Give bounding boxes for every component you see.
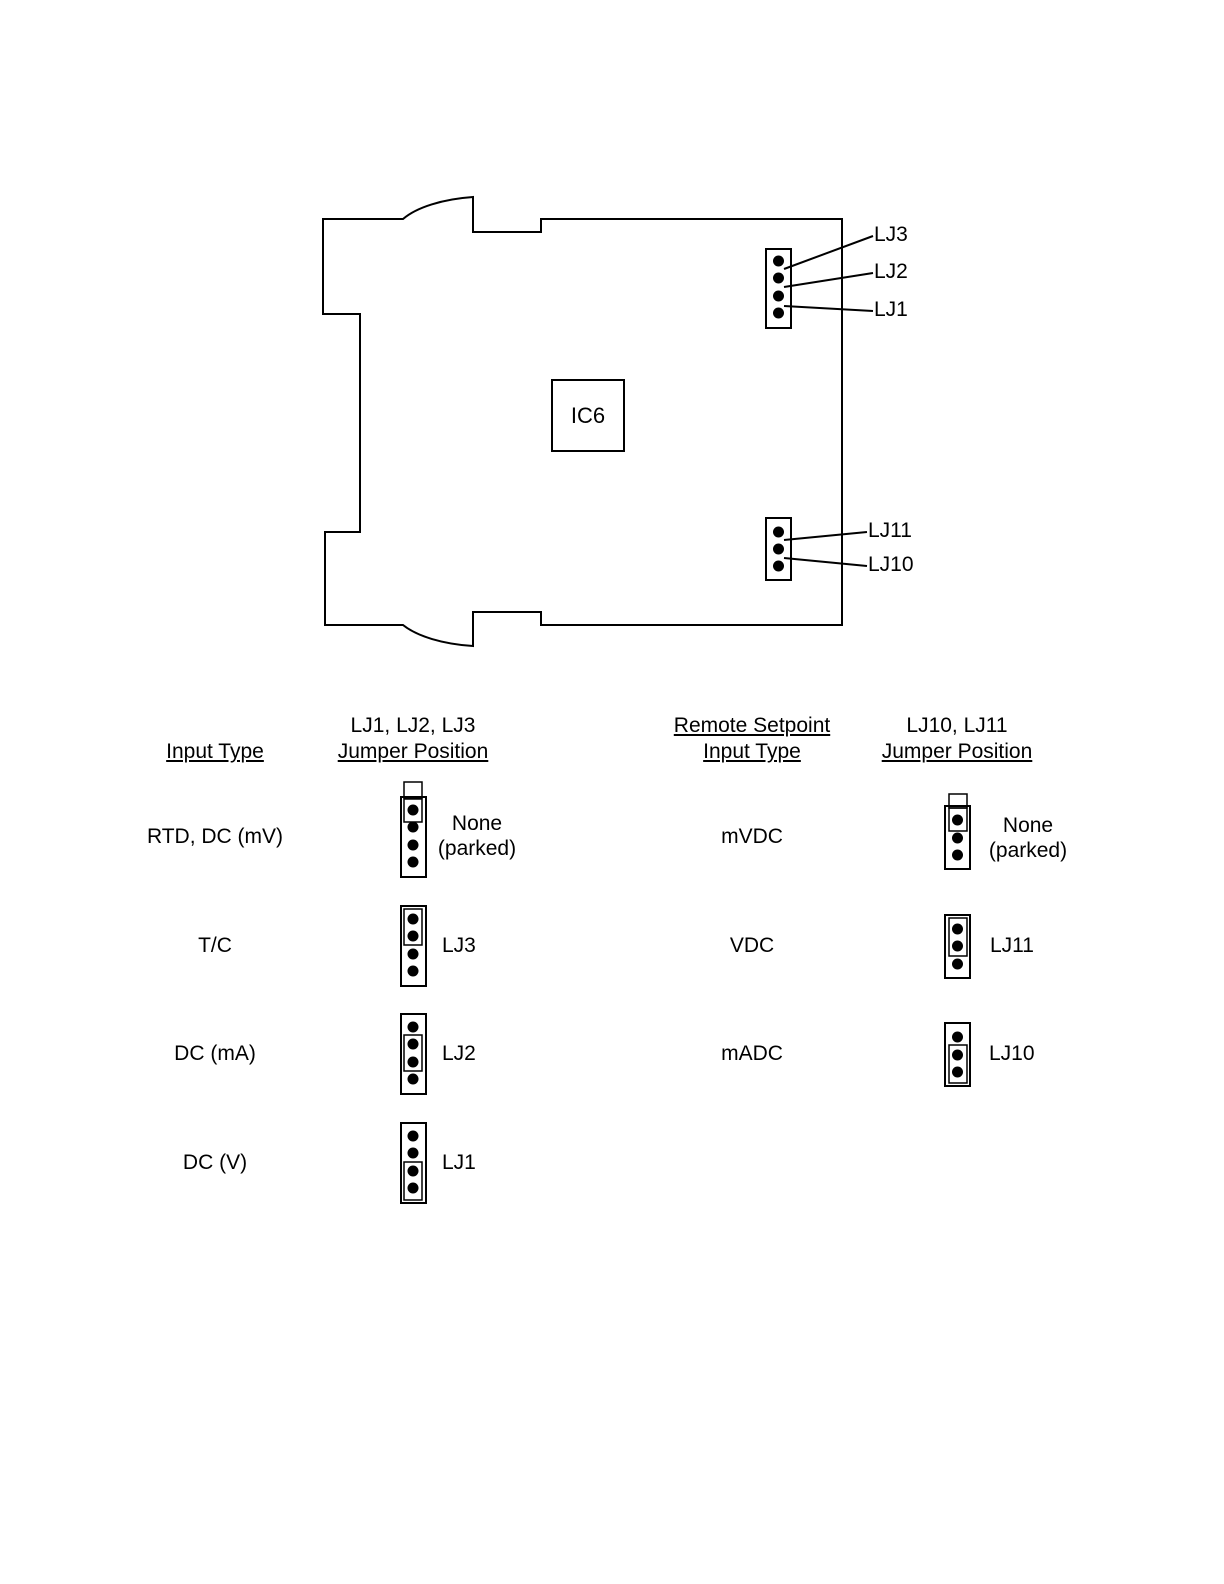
jumper-drawing-lj2 bbox=[401, 1014, 426, 1094]
board-header-lj1-lj3 bbox=[766, 236, 873, 328]
header-label-lj10: LJ10 bbox=[868, 553, 914, 577]
remote-header-line2: Input Type bbox=[674, 739, 830, 765]
remote-jumper-option-parked-line1: None bbox=[989, 813, 1067, 838]
jumper-header-line2: Jumper Position bbox=[338, 739, 489, 765]
chip-label: IC6 bbox=[571, 403, 605, 429]
header-label-lj11: LJ11 bbox=[868, 519, 912, 543]
jumper-drawing-parked-3pin bbox=[945, 794, 970, 869]
jumper-option-parked-line1: None bbox=[438, 811, 516, 836]
jumper-position-header-lj1-lj3: LJ1, LJ2, LJ3 Jumper Position bbox=[338, 713, 489, 765]
input-type-rtd-dc-mv: RTD, DC (mV) bbox=[147, 825, 283, 849]
jumper-header-line1: LJ1, LJ2, LJ3 bbox=[338, 713, 489, 739]
input-type-header: Input Type bbox=[166, 739, 264, 765]
jumper-option-parked-line2: (parked) bbox=[438, 836, 516, 861]
input-type-header-text: Input Type bbox=[166, 740, 264, 763]
remote-input-mvdc: mVDC bbox=[721, 825, 783, 849]
header-label-lj3: LJ3 bbox=[874, 223, 908, 247]
remote-jumper-option-parked: None (parked) bbox=[989, 813, 1067, 863]
jumper-position-header-lj10-lj11: LJ10, LJ11 Jumper Position bbox=[882, 713, 1033, 765]
jumper-drawing-lj1 bbox=[401, 1123, 426, 1203]
jumper-option-lj3: LJ3 bbox=[442, 934, 476, 958]
jumper-option-lj2: LJ2 bbox=[442, 1042, 476, 1066]
input-type-dc-ma: DC (mA) bbox=[174, 1042, 256, 1066]
header-label-lj1: LJ1 bbox=[874, 298, 908, 322]
remote-setpoint-header: Remote Setpoint Input Type bbox=[674, 713, 830, 765]
remote-jumper-option-lj11: LJ11 bbox=[990, 934, 1034, 958]
jumper-drawing-lj3 bbox=[401, 906, 426, 986]
jumper-drawing-lj11 bbox=[945, 915, 970, 978]
board-header-lj10-lj11 bbox=[766, 518, 867, 580]
remote-jumper-header-line2: Jumper Position bbox=[882, 739, 1033, 765]
remote-input-madc: mADC bbox=[721, 1042, 783, 1066]
input-type-dc-v: DC (V) bbox=[183, 1151, 247, 1175]
jumper-option-lj1: LJ1 bbox=[442, 1151, 476, 1175]
remote-input-vdc: VDC bbox=[730, 934, 774, 958]
jumper-option-parked: None (parked) bbox=[438, 811, 516, 861]
jumper-drawing-lj10 bbox=[945, 1023, 970, 1086]
remote-header-line1: Remote Setpoint bbox=[674, 713, 830, 739]
remote-jumper-option-parked-line2: (parked) bbox=[989, 838, 1067, 863]
jumper-drawing-parked-4pin bbox=[401, 782, 426, 877]
remote-jumper-header-line1: LJ10, LJ11 bbox=[882, 713, 1033, 739]
remote-jumper-option-lj10: LJ10 bbox=[989, 1042, 1035, 1066]
header-label-lj2: LJ2 bbox=[874, 260, 908, 284]
input-type-tc: T/C bbox=[198, 934, 232, 958]
